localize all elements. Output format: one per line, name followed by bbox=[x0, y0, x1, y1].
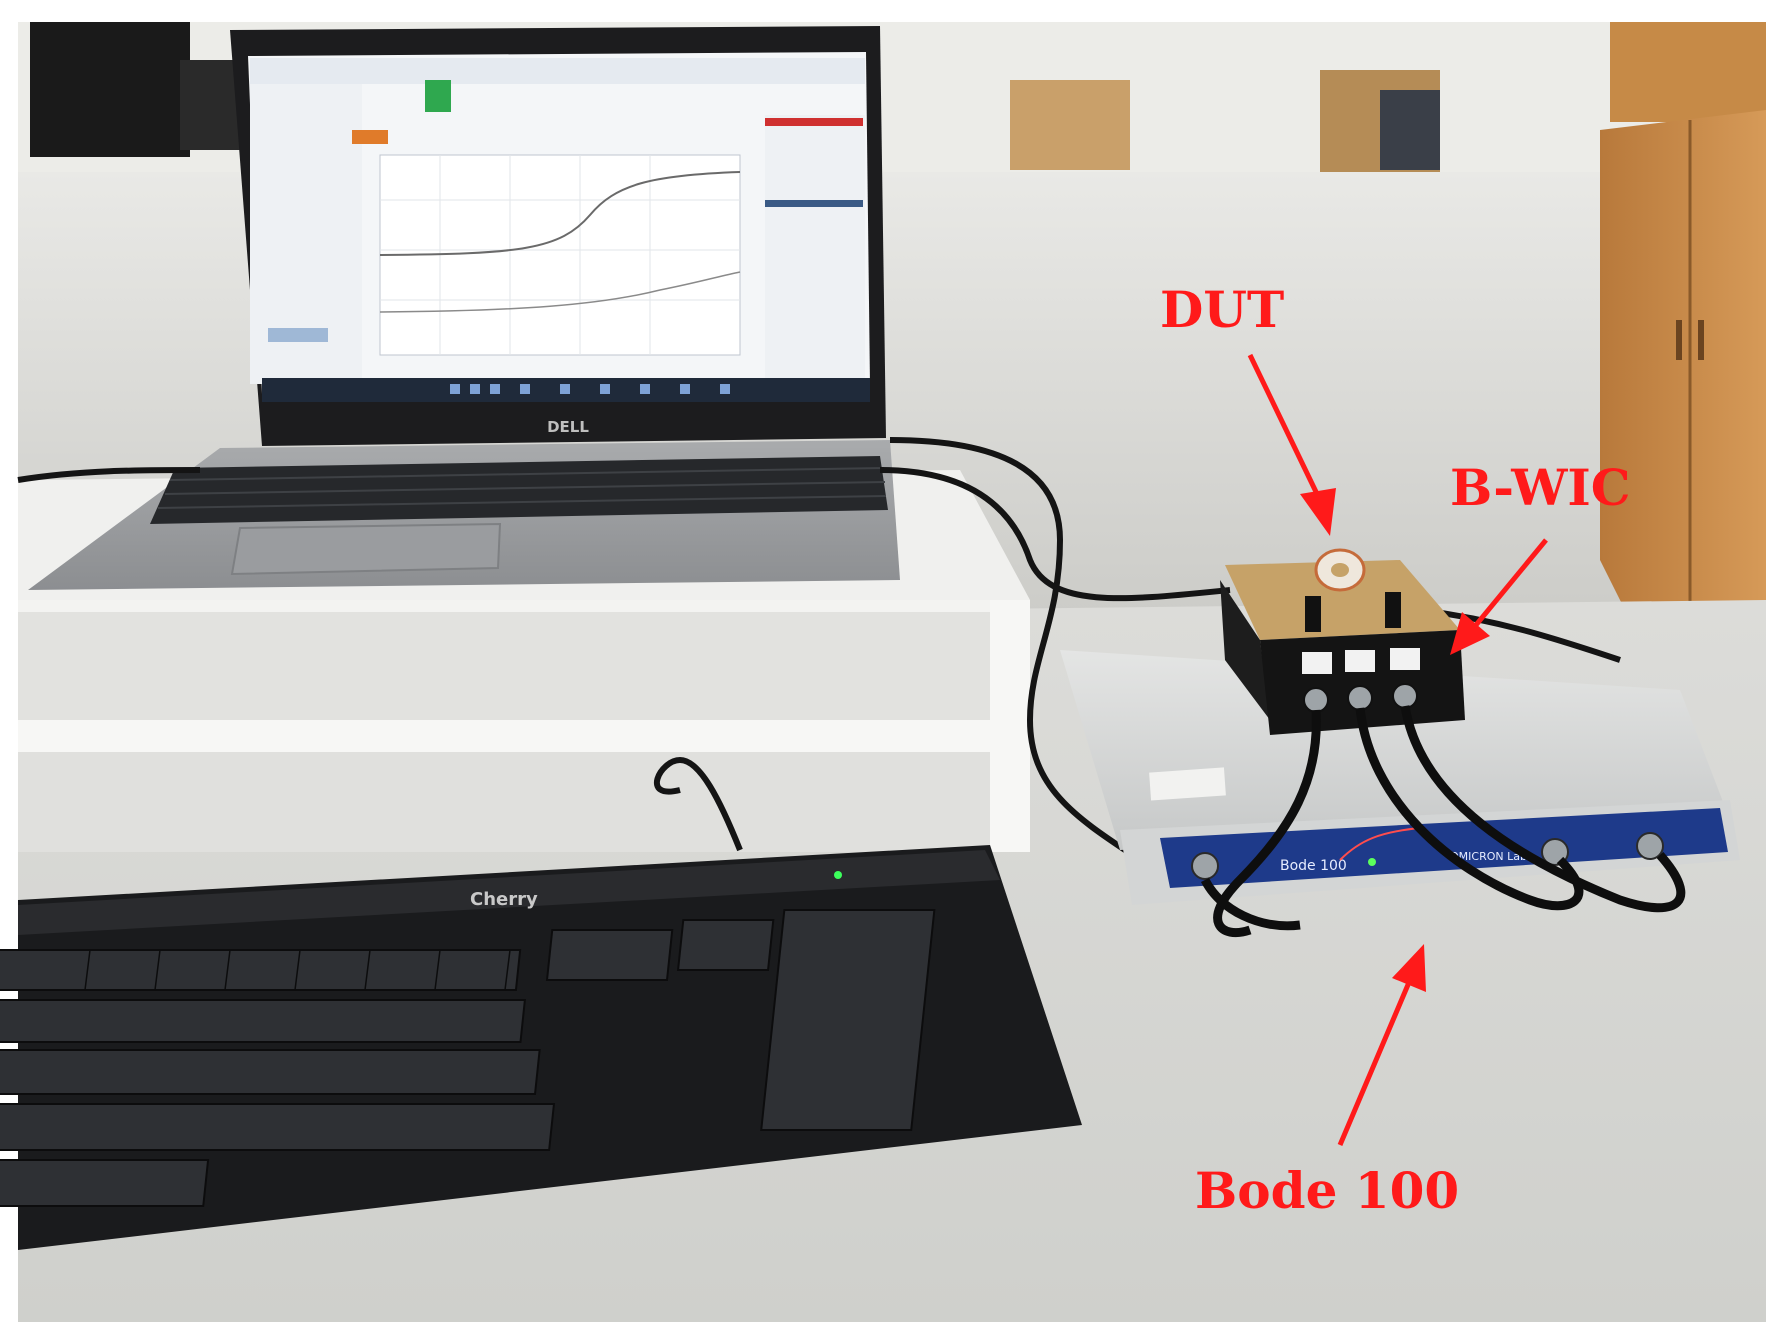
wood-cabinet bbox=[1600, 110, 1766, 640]
cabinet-top bbox=[1610, 22, 1766, 122]
jacket bbox=[1380, 90, 1440, 170]
screen-trace-2 bbox=[379, 271, 741, 313]
bode-output-connector bbox=[1191, 852, 1219, 880]
screen-green-button bbox=[425, 80, 451, 112]
laptop-logo: DELL bbox=[547, 418, 589, 436]
laptop-touchpad bbox=[230, 522, 502, 576]
bode-arrow bbox=[1337, 979, 1413, 1146]
bode-arrowhead bbox=[1392, 944, 1426, 992]
label-b-wic: B-WIC bbox=[1450, 458, 1631, 517]
bode-model-label: Bode 100 bbox=[1280, 858, 1347, 874]
bwic-arrow bbox=[1474, 538, 1548, 627]
laptop-keyboard bbox=[150, 456, 888, 524]
keyboard-logo: Cherry bbox=[470, 889, 538, 910]
annotations bbox=[1247, 353, 1548, 1146]
external-keyboard: Cherry bbox=[0, 845, 1082, 1250]
bode-maker-label: OMICRON Lab bbox=[1450, 850, 1527, 863]
dut-board bbox=[1225, 560, 1460, 640]
b-wic-box bbox=[1220, 548, 1465, 735]
background-monitor bbox=[30, 22, 190, 157]
bode-power-led bbox=[1368, 858, 1376, 866]
label-dut: DUT bbox=[1160, 280, 1284, 339]
bode-ch2-connector bbox=[1636, 832, 1664, 860]
screen-trace-1 bbox=[379, 171, 741, 256]
coax-cables bbox=[1200, 705, 1686, 938]
keyboard-led bbox=[834, 871, 842, 879]
bwic-arrowhead bbox=[1450, 612, 1490, 655]
dut-arrow bbox=[1247, 353, 1321, 498]
laptop: DELL bbox=[28, 26, 900, 590]
dut-arrowhead bbox=[1300, 488, 1336, 536]
label-bode-100: Bode 100 bbox=[1195, 1161, 1459, 1220]
cables bbox=[17, 437, 1621, 863]
photo-frame: DELL Bode 100 OMICRON L bbox=[0, 22, 1766, 1322]
cardboard-box bbox=[1010, 80, 1130, 170]
